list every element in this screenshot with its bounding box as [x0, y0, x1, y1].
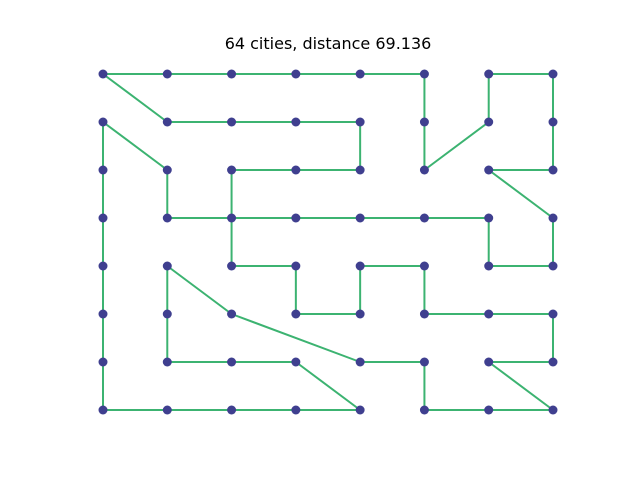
city-layer	[98, 69, 558, 415]
city-point	[419, 165, 429, 175]
city-point	[291, 261, 301, 271]
city-point	[419, 309, 429, 319]
city-point	[291, 117, 301, 127]
city-point	[484, 69, 494, 79]
city-point	[162, 357, 172, 367]
city-point	[548, 213, 558, 223]
city-point	[98, 213, 108, 223]
city-point	[162, 309, 172, 319]
route-segment	[487, 361, 554, 411]
city-point	[548, 405, 558, 415]
city-point	[419, 261, 429, 271]
city-point	[355, 117, 365, 127]
city-point	[355, 309, 365, 319]
route-segment	[230, 313, 362, 363]
city-point	[291, 165, 301, 175]
city-point	[355, 165, 365, 175]
city-point	[355, 69, 365, 79]
city-point	[548, 165, 558, 175]
city-point	[484, 117, 494, 127]
city-point	[484, 405, 494, 415]
route-segment	[166, 265, 233, 315]
city-point	[419, 213, 429, 223]
city-point	[548, 69, 558, 79]
city-point	[548, 117, 558, 127]
city-point	[419, 405, 429, 415]
city-point	[227, 405, 237, 415]
chart-title: 64 cities, distance 69.136	[225, 34, 432, 53]
city-point	[162, 69, 172, 79]
city-point	[162, 261, 172, 271]
city-point	[355, 261, 365, 271]
city-point	[98, 165, 108, 175]
city-point	[548, 261, 558, 271]
city-point	[291, 405, 301, 415]
city-point	[162, 165, 172, 175]
city-point	[162, 117, 172, 127]
city-point	[291, 309, 301, 319]
city-point	[291, 213, 301, 223]
city-point	[355, 405, 365, 415]
city-point	[484, 165, 494, 175]
city-point	[484, 213, 494, 223]
city-point	[548, 309, 558, 319]
city-point	[419, 69, 429, 79]
city-point	[227, 117, 237, 127]
city-point	[227, 165, 237, 175]
city-point	[291, 69, 301, 79]
city-point	[227, 213, 237, 223]
city-point	[419, 117, 429, 127]
city-point	[291, 357, 301, 367]
city-point	[227, 261, 237, 271]
city-point	[355, 213, 365, 223]
city-point	[98, 261, 108, 271]
city-point	[162, 213, 172, 223]
route-segment	[294, 361, 362, 411]
city-point	[484, 309, 494, 319]
city-point	[98, 405, 108, 415]
route-segment	[102, 121, 169, 171]
city-point	[162, 405, 172, 415]
city-point	[227, 69, 237, 79]
city-point	[548, 357, 558, 367]
city-point	[98, 117, 108, 127]
city-point	[98, 309, 108, 319]
route-segment	[423, 121, 490, 171]
city-point	[227, 309, 237, 319]
city-point	[419, 357, 429, 367]
city-point	[355, 357, 365, 367]
route-layer	[102, 73, 554, 411]
city-point	[98, 69, 108, 79]
city-point	[484, 261, 494, 271]
city-point	[227, 357, 237, 367]
route-segment	[487, 169, 554, 219]
route-segment	[102, 73, 169, 123]
city-point	[98, 357, 108, 367]
city-point	[484, 357, 494, 367]
